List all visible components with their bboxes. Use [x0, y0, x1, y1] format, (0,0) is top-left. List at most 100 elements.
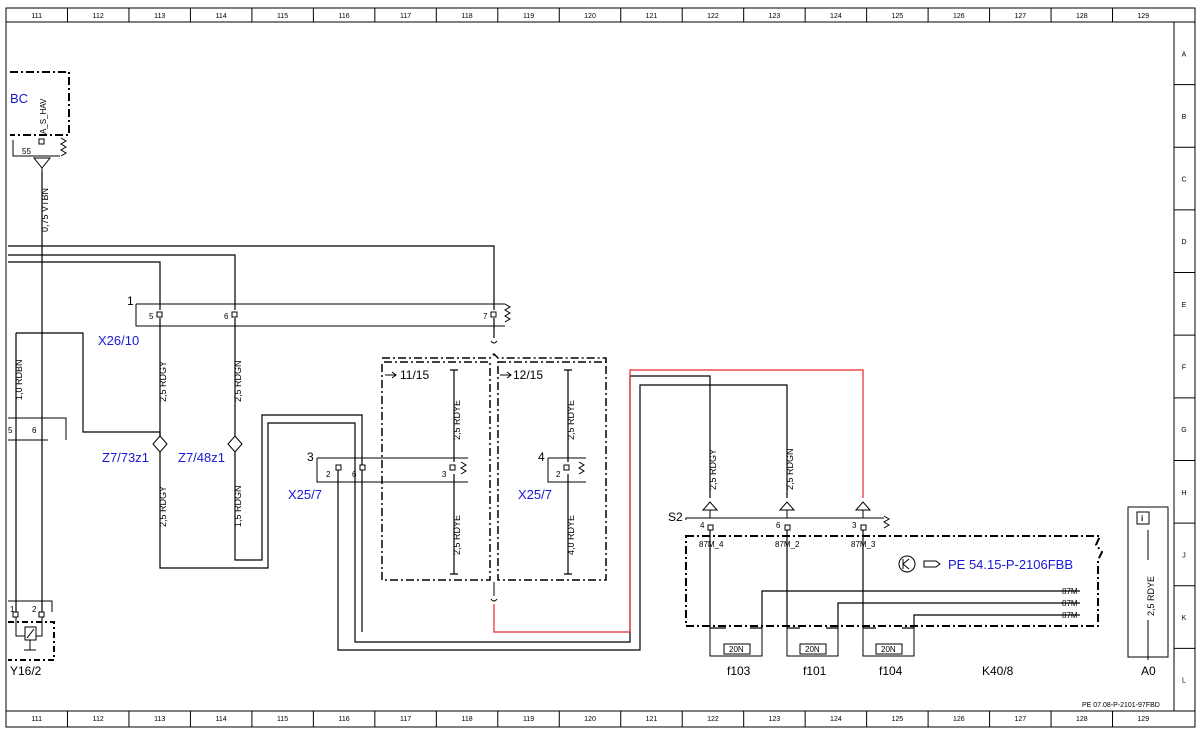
column-label: 119: [523, 13, 534, 20]
pin-socket: [38, 611, 45, 618]
x25-7-left-number: 3: [307, 450, 314, 464]
ref-12-15: 12/15: [513, 368, 543, 382]
pin-label: 5: [149, 312, 154, 321]
column-label: 113: [154, 716, 165, 723]
column-label: 128: [1076, 13, 1088, 20]
wire-label: 2,5 RDYE: [1146, 576, 1156, 616]
column-label: 115: [277, 13, 288, 20]
row-label: C: [1181, 177, 1186, 184]
pin-socket: [449, 464, 456, 471]
info-icon-glyph: i: [1141, 514, 1143, 523]
row-label: E: [1182, 302, 1187, 309]
frame-border: [5, 7, 1196, 728]
column-label: 119: [523, 716, 534, 723]
a0-label: A0: [1141, 664, 1156, 678]
red-wire: [493, 369, 864, 633]
wire-label: 4,0 RDYE: [566, 515, 576, 555]
column-label: 123: [769, 716, 781, 723]
column-label: 115: [277, 716, 288, 723]
column-label: 126: [953, 716, 965, 723]
wire-label: 2,5 RDGY: [158, 486, 168, 527]
wire-label: 1,0 RDBN: [14, 359, 24, 400]
fuse-rating: 20N: [881, 645, 896, 654]
column-label: 114: [216, 13, 227, 20]
pin-label: 2: [556, 470, 561, 479]
pin-label: 6: [32, 426, 37, 435]
column-label: 112: [93, 13, 104, 20]
ref-top-edge: [382, 352, 607, 364]
rail-label: 87M: [1062, 587, 1078, 596]
bc-module: [10, 71, 70, 157]
column-label: 124: [830, 716, 842, 723]
pin-label: 5: [8, 426, 13, 435]
bc-pin: 55: [22, 147, 31, 156]
pin-socket: [707, 524, 714, 531]
column-label: 121: [646, 716, 658, 723]
column-label: 125: [892, 13, 904, 20]
pin-label: 87M_4: [699, 540, 724, 549]
y16-2-label: Y16/2: [10, 664, 42, 678]
row-label: B: [1182, 114, 1187, 121]
column-label: 116: [339, 716, 350, 723]
bc-ground-symbol: [32, 157, 52, 172]
column-label: 111: [31, 13, 42, 20]
pin-label: 1: [10, 605, 15, 614]
column-label: 111: [31, 716, 42, 723]
fuse-f101: f101: [803, 664, 827, 678]
z7-73z1-label: Z7/73z1: [102, 450, 149, 465]
pin-label: 2: [32, 605, 37, 614]
column-label: 125: [892, 716, 904, 723]
wire-label: 2,5 RDGY: [708, 449, 718, 490]
fuse-f103: f103: [727, 664, 751, 678]
rail-label: 87M: [1062, 599, 1078, 608]
row-label: G: [1181, 427, 1186, 434]
x25-7-left-label: X25/7: [288, 487, 322, 502]
column-label: 127: [1014, 13, 1026, 20]
x26-10-connector: [135, 303, 511, 327]
wire-label: 2,5 RDGN: [233, 360, 243, 402]
x25-7-right-label: X25/7: [518, 487, 552, 502]
s2-label: S2: [668, 510, 683, 524]
row-label: K: [1182, 615, 1187, 622]
pin-socket: [784, 524, 791, 531]
wire-label: 0,75 VTBN: [40, 188, 50, 232]
column-label: 122: [707, 13, 719, 20]
column-label: 116: [339, 13, 350, 20]
column-label: 127: [1014, 716, 1026, 723]
bc-label: BC: [10, 91, 28, 106]
column-label: 117: [400, 716, 411, 723]
column-label: 118: [461, 13, 472, 20]
z7-48z1-label: Z7/48z1: [178, 450, 225, 465]
pointing-hand-icon: [923, 560, 941, 568]
column-label: 112: [93, 716, 104, 723]
x26-down-wires: [159, 318, 788, 651]
rail-label: 87M: [1062, 611, 1078, 620]
bc-signal: A_S_HAV: [39, 98, 48, 134]
arrow-icon: [500, 371, 512, 379]
k40-8-module-box: [685, 535, 1104, 627]
k40-8-label: K40/8: [982, 664, 1014, 678]
ref-wires: [450, 369, 572, 575]
column-label: 114: [216, 716, 227, 723]
wire-label: 2,5 RDYE: [452, 515, 462, 555]
column-label: 113: [154, 13, 165, 20]
pin-socket: [860, 524, 867, 531]
column-label: 118: [461, 716, 472, 723]
column-label: 120: [584, 13, 596, 20]
break-mark: [490, 340, 498, 344]
column-label: 123: [769, 13, 781, 20]
label-bg: [1143, 560, 1153, 620]
info-icon[interactable]: [1136, 511, 1150, 525]
pin-label: 7: [483, 312, 488, 321]
column-label: 124: [830, 13, 842, 20]
fuse-rating: 20N: [729, 645, 744, 654]
reference-boxes: [381, 361, 607, 581]
x25-7-left-connector: [316, 457, 468, 483]
document-id: PE 07.08-P-2101-97FBD: [1082, 702, 1160, 709]
fuse-rating: 20N: [805, 645, 820, 654]
pin-socket: [335, 464, 342, 471]
pe-reference-link[interactable]: PE 54.15-P-2106FBB: [948, 557, 1073, 572]
